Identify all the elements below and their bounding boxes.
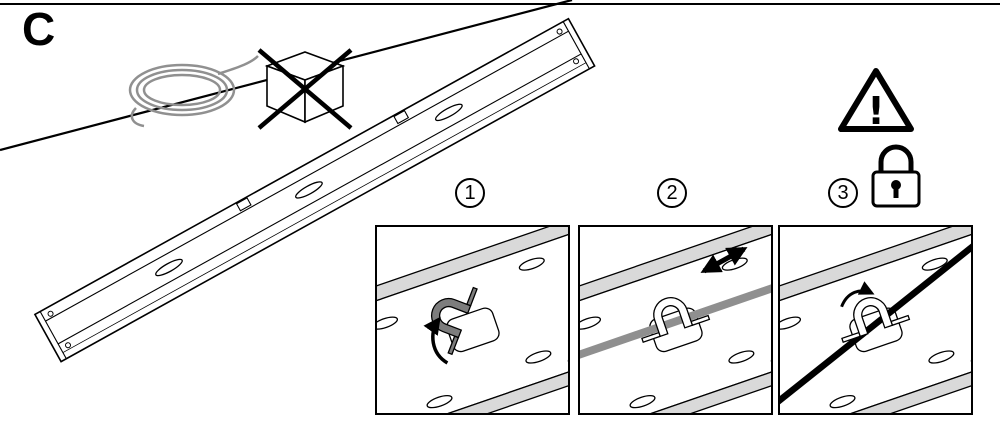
crossed-out-box-icon xyxy=(257,48,353,130)
screw xyxy=(47,310,54,317)
coiled-cable-icon xyxy=(128,55,259,128)
step-1-number: 1 xyxy=(464,181,476,204)
step-2-number: 2 xyxy=(666,181,678,204)
padlock-icon xyxy=(871,144,921,208)
slot xyxy=(518,257,545,271)
tensioned-cable xyxy=(780,227,971,413)
step-1-panel xyxy=(375,225,570,415)
rail-cable-clip xyxy=(393,109,410,125)
step-3-panel xyxy=(778,225,973,415)
section-label: C xyxy=(22,3,56,55)
warning-exclamation: ! xyxy=(867,89,884,133)
step-3-badge: 3 xyxy=(828,178,858,208)
rail-slot xyxy=(295,181,323,199)
slot xyxy=(525,350,552,364)
cross-line xyxy=(257,48,353,130)
cable-clip-upright xyxy=(641,297,711,344)
step-1-badge: 1 xyxy=(455,178,485,208)
step-1-illustration xyxy=(377,227,568,413)
slot xyxy=(580,316,602,330)
surface-near-edge xyxy=(780,335,971,413)
step-3-illustration xyxy=(780,227,971,413)
screw xyxy=(65,342,72,349)
slot xyxy=(377,316,399,330)
slot xyxy=(728,350,755,364)
rail-slot xyxy=(155,258,183,277)
cable-clip-open xyxy=(430,286,478,356)
slot xyxy=(426,394,453,409)
surface-near-edge xyxy=(580,335,771,413)
slot xyxy=(921,257,948,271)
slot xyxy=(829,394,856,409)
screw xyxy=(556,28,563,35)
warning-triangle-icon: ! xyxy=(838,68,914,133)
slot xyxy=(928,350,955,364)
rail-slot xyxy=(434,103,463,122)
luminaire-body xyxy=(33,17,596,363)
step-2-badge: 2 xyxy=(657,178,687,208)
step-3-number: 3 xyxy=(837,181,849,204)
steel-cable xyxy=(580,258,771,384)
slot xyxy=(629,394,656,409)
surface-near-edge xyxy=(377,335,568,413)
open-arrow xyxy=(423,316,449,365)
slide-double-arrow xyxy=(700,246,748,274)
slot xyxy=(780,316,802,330)
screw xyxy=(573,58,580,65)
cable-clip-closed xyxy=(841,297,911,344)
top-divider xyxy=(0,3,1000,5)
close-arrow xyxy=(840,281,875,308)
step-2-panel xyxy=(578,225,773,415)
step-2-illustration xyxy=(580,227,771,413)
rail-cable-clip xyxy=(235,197,252,212)
